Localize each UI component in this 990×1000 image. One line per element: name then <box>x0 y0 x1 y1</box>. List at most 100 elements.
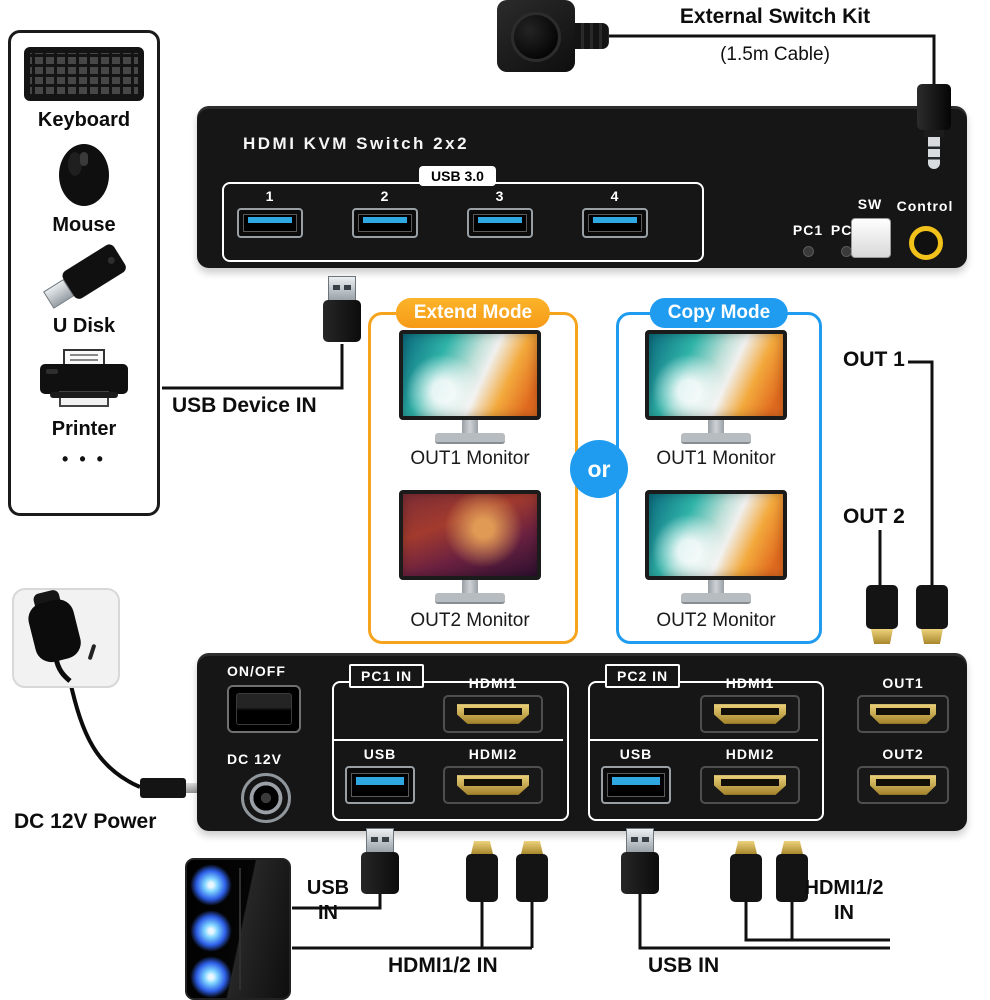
usb-plug-body <box>323 300 361 342</box>
usb30-badge: USB 3.0 <box>419 166 496 186</box>
rear-out1-label: OUT1 <box>882 675 924 691</box>
usb-port-number: 1 <box>265 188 275 204</box>
monitor-caption: OUT1 Monitor <box>656 448 776 469</box>
front-usb-port-4 <box>582 208 648 238</box>
control-label: Control <box>896 198 954 214</box>
sw-label: SW <box>857 196 883 212</box>
jack-body <box>917 84 951 130</box>
cable-out1 <box>908 360 934 585</box>
hdmi-in-bottom-left-label: HDMI1/2 IN <box>388 954 498 977</box>
jack-shaft <box>928 137 940 169</box>
usb-port-number: 3 <box>495 188 505 204</box>
out2-callout: OUT 2 <box>843 505 905 528</box>
on-off-label: ON/OFF <box>227 663 286 679</box>
hdmi-plug-tip <box>871 629 893 644</box>
hdmi-plug-body <box>916 585 948 629</box>
pc1-divider <box>334 739 563 741</box>
hdmi-in-right-label: HDMI1/2 IN <box>800 876 888 926</box>
usb-in-left-label: USB IN <box>298 876 358 926</box>
monitor-base <box>681 433 751 444</box>
usb-plug-icon <box>621 828 659 894</box>
monitor-stand <box>462 580 478 593</box>
monitor-base <box>435 433 505 444</box>
pc2-divider <box>590 739 818 741</box>
or-separator: or <box>570 440 628 498</box>
extend-mode-title: Extend Mode <box>395 298 551 328</box>
monitor-screen <box>399 490 541 580</box>
power-switch <box>227 685 301 733</box>
pc1-group-outline <box>332 681 569 821</box>
audio-jack-icon <box>917 84 951 169</box>
hdmi-plug-icon <box>776 841 808 902</box>
kvm-front-panel: HDMI KVM Switch 2x2 USB 3.0 1 2 3 4 PC1 … <box>197 106 967 268</box>
usb-port-number: 4 <box>610 188 620 204</box>
peripheral-label: Mouse <box>52 214 116 236</box>
pc2-usb-label: USB <box>619 746 653 762</box>
usb-plug-metal <box>626 828 654 852</box>
hdmi-plug-icon <box>516 841 548 902</box>
copy-mode-title: Copy Mode <box>649 298 789 328</box>
pc1-in-tag: PC1 IN <box>349 664 425 688</box>
dc12v-label: DC 12V <box>227 751 283 767</box>
hdmi-plug-tip <box>921 629 943 644</box>
usb-in-left-line2: IN <box>318 902 338 924</box>
out2-hdmi-port <box>857 766 949 804</box>
pc1-hdmi2-port <box>443 766 543 804</box>
remote-switch-cable-stub <box>575 23 609 49</box>
pc1-usb-label: USB <box>363 746 397 762</box>
front-usb-port-2 <box>352 208 418 238</box>
usb-plug-body <box>621 852 659 894</box>
usb-plug-icon <box>323 276 361 342</box>
mouse-icon <box>59 144 109 206</box>
usb-drive-icon <box>24 241 144 315</box>
monitor-caption: OUT2 Monitor <box>656 610 776 631</box>
remote-switch-button <box>511 12 561 62</box>
dc-barrel-tip <box>186 783 198 793</box>
hdmi-plug-body <box>730 854 762 902</box>
monitor-screen <box>645 490 787 580</box>
pc2-hdmi2-label: HDMI2 <box>725 746 775 762</box>
cable-switch-kit <box>609 34 936 84</box>
monitor-extend-out1 <box>399 330 541 444</box>
remote-switch-icon <box>497 0 575 72</box>
hdmi-in-right-line1: HDMI1/2 <box>804 877 884 899</box>
hdmi-in-right-line2: IN <box>834 902 854 924</box>
cable-usb-left <box>292 894 382 910</box>
front-usb-port-1 <box>237 208 303 238</box>
peripherals-box: Keyboard Mouse U Disk Printer • • • <box>8 30 160 516</box>
printer-icon <box>40 349 128 407</box>
hdmi-plug-tip <box>471 841 493 854</box>
pc1-led-label: PC1 <box>792 222 824 238</box>
hdmi-plug-body <box>866 585 898 629</box>
monitor-stand <box>708 420 724 433</box>
pc1-hdmi1-label: HDMI1 <box>468 675 518 691</box>
usb-drive-shape <box>40 242 129 314</box>
monitor-base <box>681 593 751 604</box>
dc-power-label: DC 12V Power <box>14 810 157 833</box>
monitor-caption: OUT1 Monitor <box>410 448 530 469</box>
hdmi-plug-icon <box>466 841 498 902</box>
more-devices-dots: • • • <box>62 449 106 469</box>
pc-tower-icon <box>185 858 291 1000</box>
monitor-copy-out1 <box>645 330 787 444</box>
monitor-screen <box>645 330 787 420</box>
monitor-copy-out2 <box>645 490 787 604</box>
monitor-caption: OUT2 Monitor <box>410 610 530 631</box>
pc1-hdmi2-label: HDMI2 <box>468 746 518 762</box>
cable-usb-device <box>162 344 344 390</box>
usb-in-bottom-right-label: USB IN <box>648 954 720 977</box>
pc1-indicator-led <box>803 246 814 257</box>
hdmi-plug-icon <box>916 585 948 644</box>
pc2-group-outline <box>588 681 824 821</box>
usb-port-number: 2 <box>380 188 390 204</box>
usb-plug-metal <box>328 276 356 300</box>
hdmi-plug-icon <box>866 585 898 644</box>
dc-barrel-connector <box>140 778 198 798</box>
sw-button <box>851 218 891 258</box>
rear-out2-label: OUT2 <box>882 746 924 762</box>
peripheral-label: U Disk <box>52 315 116 337</box>
monitor-extend-out2 <box>399 490 541 604</box>
usb-in-left-line1: USB <box>306 877 350 899</box>
